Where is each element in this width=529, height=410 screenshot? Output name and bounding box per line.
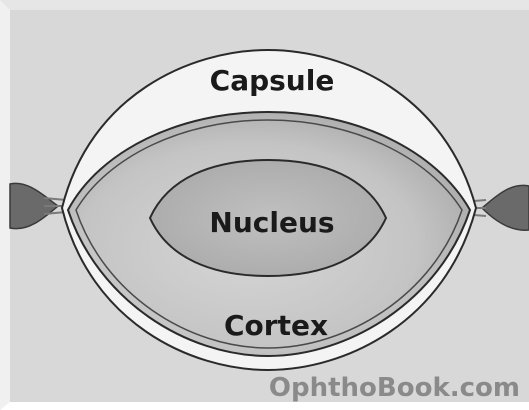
nucleus-label: Nucleus	[209, 206, 334, 239]
capsule-label: Capsule	[210, 64, 335, 97]
watermark-text: OphthoBook.com	[269, 373, 520, 403]
cortex-inner-edge	[75, 119, 463, 349]
right-ciliary-body	[480, 184, 529, 231]
cortex-label: Cortex	[224, 309, 328, 342]
lens-nucleus	[148, 158, 388, 278]
